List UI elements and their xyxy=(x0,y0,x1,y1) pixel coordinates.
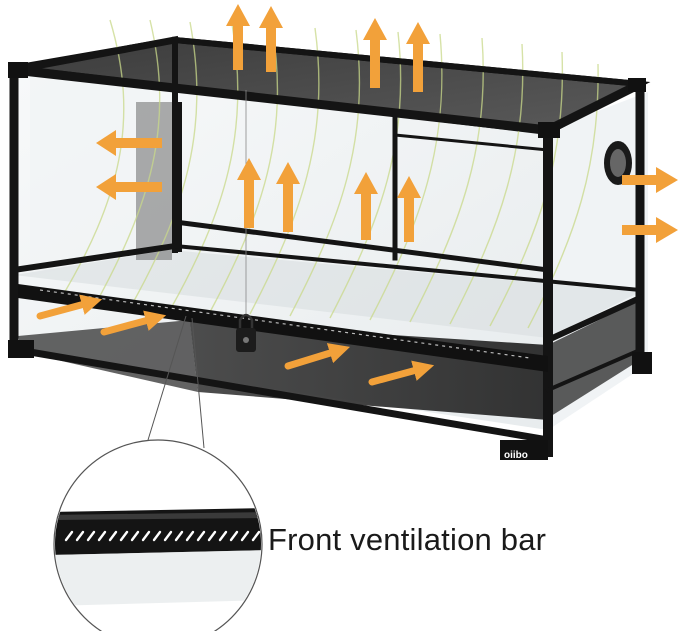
vent-slot xyxy=(196,530,206,542)
up-arrow-icon xyxy=(363,18,387,88)
vent-slot xyxy=(152,530,162,542)
up-arrow-icon xyxy=(276,162,300,232)
vent-slot xyxy=(185,530,195,542)
up-arrow-icon xyxy=(397,176,421,242)
vent-slot xyxy=(86,530,96,542)
left-arrow-icon xyxy=(96,174,162,200)
ventilation-bar-callout xyxy=(53,439,263,631)
cable-port-icon xyxy=(604,141,632,185)
vent-slot xyxy=(75,530,85,542)
vent-slot xyxy=(207,530,217,542)
airflow-lines xyxy=(59,19,599,329)
vent-slot xyxy=(130,530,140,542)
vent-slot xyxy=(240,530,250,542)
up-arrow-icon xyxy=(226,4,250,70)
callout-label: Front ventilation bar xyxy=(268,522,547,557)
up-arrow-icon xyxy=(406,22,430,92)
vent-slot xyxy=(108,530,118,542)
callout-leader xyxy=(147,315,205,449)
right-arrow-icon xyxy=(622,167,678,193)
vent-slot xyxy=(229,530,239,542)
vent-slot-icon xyxy=(64,530,261,542)
intake-arrows xyxy=(36,294,435,386)
brand-logo: oiibo xyxy=(504,450,528,461)
vent-slot xyxy=(97,530,107,542)
side-mesh-vent xyxy=(136,102,172,260)
vent-slot xyxy=(141,530,151,542)
vent-slot xyxy=(174,530,184,542)
vent-slot xyxy=(119,530,129,542)
aluminium-frame xyxy=(9,35,647,457)
right-arrow-icon xyxy=(622,217,678,243)
corner-feet xyxy=(8,62,652,460)
vent-slot xyxy=(251,530,261,542)
front-ventilation-bar xyxy=(18,284,548,372)
vent-slot xyxy=(218,530,228,542)
left-arrow-icon xyxy=(96,130,162,156)
up-arrow-icon xyxy=(354,172,378,240)
up-arrow-icon xyxy=(237,158,261,228)
vent-slot xyxy=(64,530,74,542)
up-arrow-icon xyxy=(259,6,283,72)
airflow-arrows xyxy=(96,4,678,243)
vent-slot xyxy=(163,530,173,542)
